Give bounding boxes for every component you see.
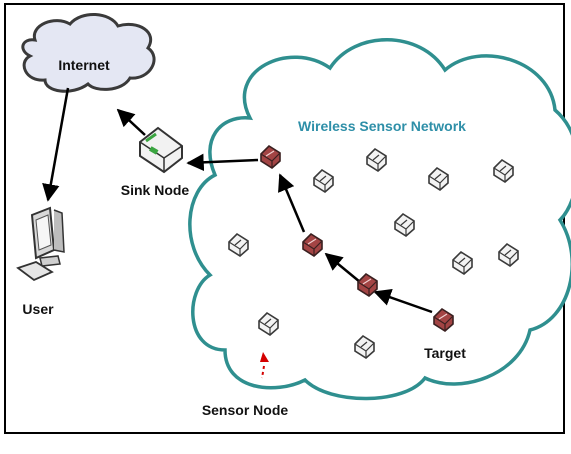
arrow-hop-3	[324, 252, 361, 283]
sensor-pointer-arrow	[260, 352, 269, 362]
arrow-internet-to-user	[42, 87, 70, 202]
sink-node-label: Sink Node	[121, 182, 190, 198]
router-icon	[139, 126, 183, 174]
wsn-cloud	[188, 38, 571, 401]
diagram-frame	[4, 3, 565, 434]
internet-label: Internet	[58, 57, 110, 73]
internet-cloud	[21, 13, 156, 93]
computer-icon	[16, 206, 65, 282]
arrow-target-to-node	[373, 288, 433, 314]
arrow-sink-to-internet	[116, 108, 146, 136]
sensor-node-label: Sensor Node	[202, 402, 289, 418]
user-label: User	[22, 301, 54, 317]
wsn-title: Wireless Sensor Network	[298, 118, 466, 134]
sensor-pointer-line	[261, 365, 265, 379]
arrow-node-to-sink	[186, 153, 259, 172]
arrow-hop-2	[278, 173, 306, 233]
target-label: Target	[424, 345, 466, 361]
